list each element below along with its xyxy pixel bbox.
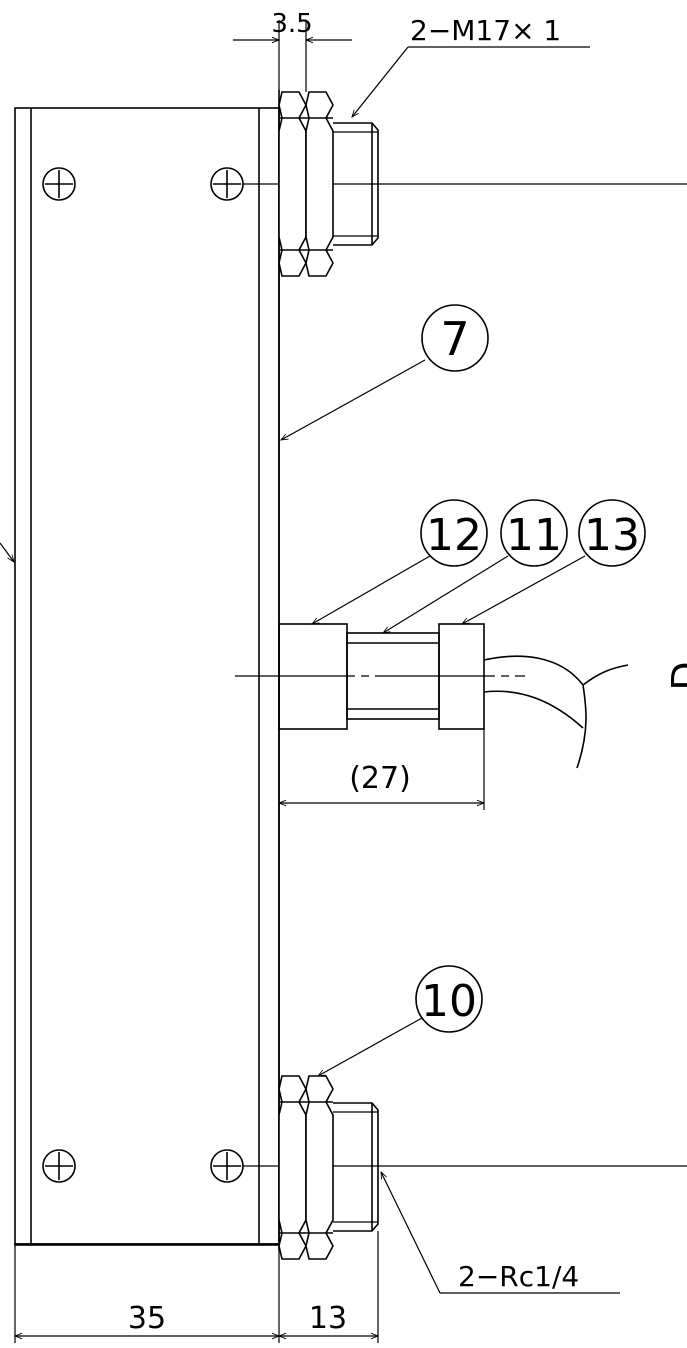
dim-plate-label: 3.5: [271, 9, 312, 39]
dimension-depth: 13: [277, 1231, 380, 1343]
dim-width-label: 35: [128, 1301, 166, 1336]
dim-depth-label: 13: [309, 1301, 347, 1336]
screw-bottom-left: [42, 1149, 76, 1183]
thread-top-label: 2−M17× 1: [410, 14, 561, 47]
balloon-12-label: 12: [426, 510, 482, 561]
thread-callout-top: 2−M17× 1: [351, 14, 590, 118]
dimension-plate-thickness: 3.5: [233, 9, 352, 92]
screw-top-left: [42, 167, 76, 201]
dimension-fitting-length: (27): [277, 729, 486, 810]
balloon-11-label: 11: [506, 510, 562, 561]
dimension-width: 35: [13, 1244, 281, 1343]
balloon-13: 13: [578, 499, 646, 567]
dim-fitting-label: (27): [349, 761, 411, 796]
balloon-12: 12: [420, 499, 488, 567]
balloon-10: 10: [415, 965, 483, 1033]
top-fitting: [278, 91, 379, 277]
balloon-13-label: 13: [584, 510, 640, 561]
leader-lines: [0, 359, 586, 1077]
thread-bottom-label: 2−Rc1/4: [458, 1260, 579, 1293]
screw-bottom-right: [210, 1149, 244, 1183]
housing-body: [14, 90, 280, 1250]
thread-callout-bottom: 2−Rc1/4: [380, 1170, 620, 1294]
bottom-fitting: [278, 1075, 379, 1260]
cable: [483, 655, 629, 769]
balloon-7-label: 7: [440, 312, 469, 366]
balloon-11: 11: [500, 499, 568, 567]
balloon-7: 7: [421, 304, 489, 372]
screw-symbols: [42, 167, 244, 1183]
balloon-10-label: 10: [421, 976, 477, 1027]
screw-top-right: [210, 167, 244, 201]
edge-glyph: D: [664, 661, 687, 690]
